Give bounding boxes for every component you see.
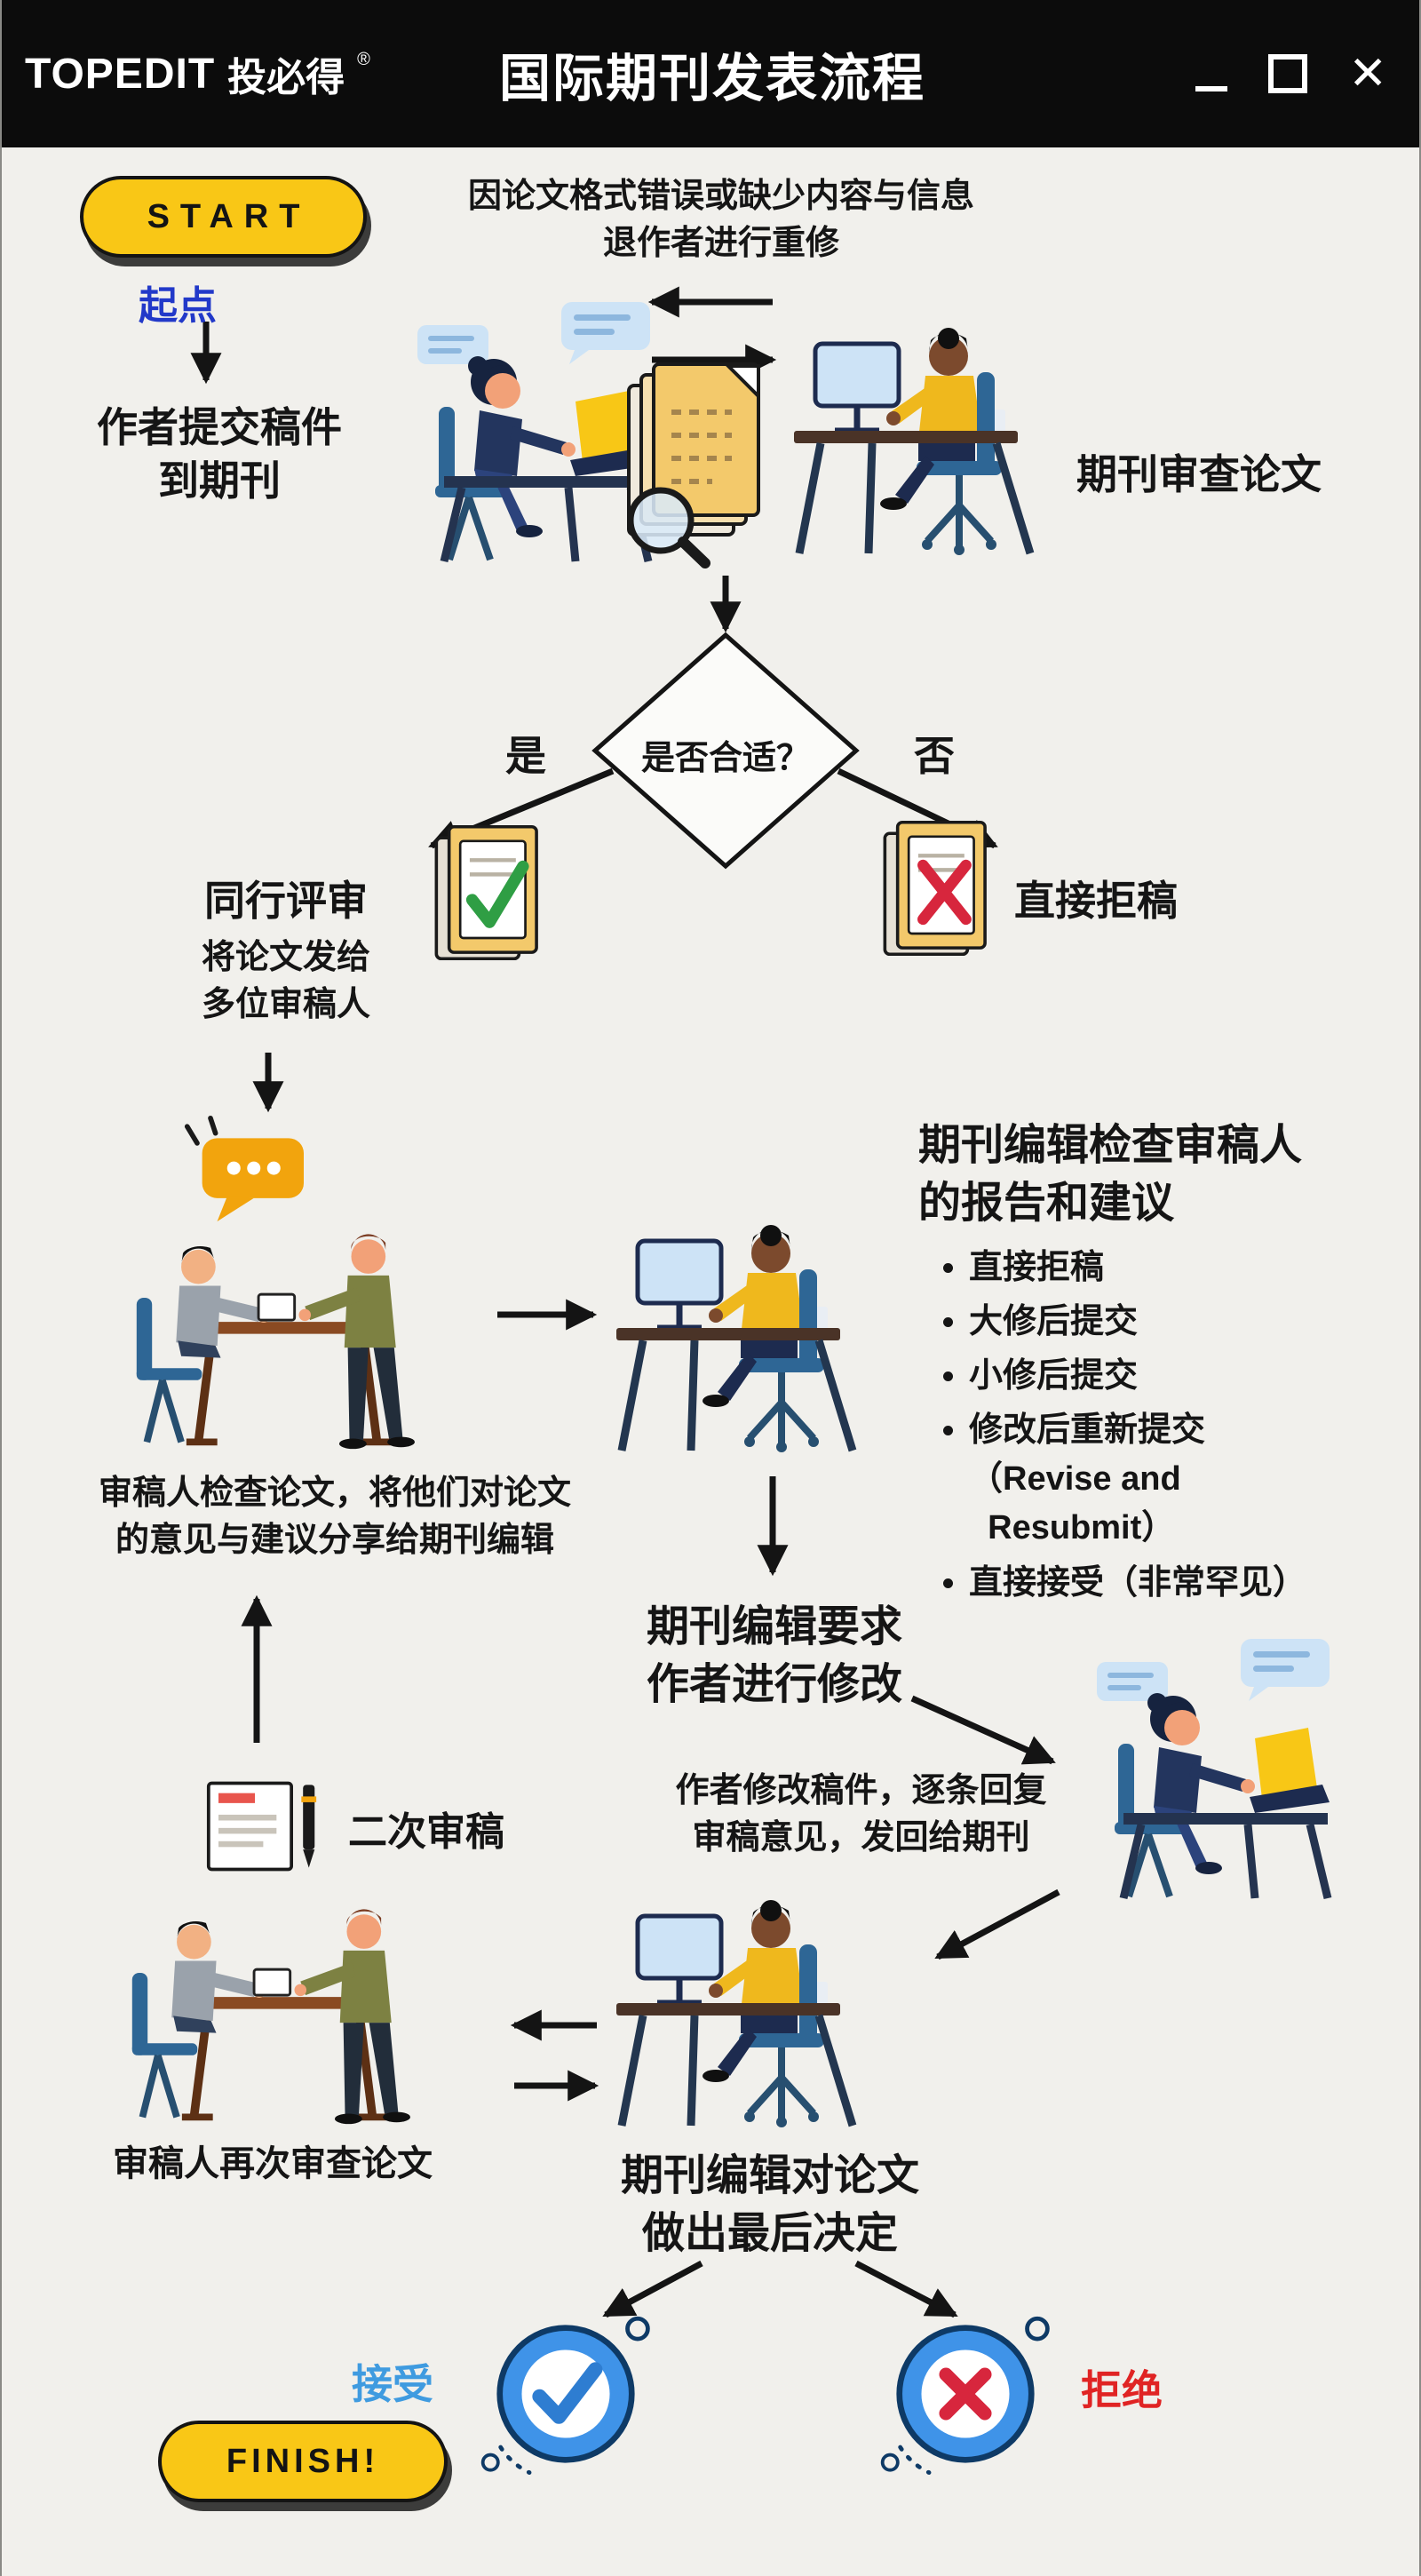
- brand-logo-en: TOPEDIT: [25, 50, 216, 98]
- list-item: 修改后重新提交 （Revise and Resubmit）: [969, 1406, 1419, 1553]
- peer-review-title: 同行评审: [204, 878, 368, 924]
- list-item: 直接拒稿: [969, 1244, 1419, 1292]
- registered-mark: ®: [357, 49, 370, 69]
- start-node: START: [80, 176, 367, 258]
- editor-request-node: 期刊编辑要求 作者进行修改: [646, 1603, 902, 1708]
- maximize-icon[interactable]: [1268, 54, 1308, 93]
- author-revising-illustration: [1072, 1639, 1338, 1905]
- window-controls: ✕: [1195, 0, 1387, 147]
- reviewers-second-meeting-illustration: [99, 1870, 464, 2127]
- reviewer-share-note: 审稿人检查论文，将他们对论文 的意见与建议分享给期刊编辑: [98, 1475, 571, 1560]
- finish-node: FINISH!: [158, 2421, 448, 2502]
- list-item: 小修后提交: [969, 1352, 1419, 1401]
- editor-final-decision-illustration: [606, 1870, 890, 2136]
- reject-label: 拒绝: [1081, 2367, 1163, 2413]
- format-return-note: 因论文格式错误或缺少内容与信息 退作者进行重修: [467, 178, 974, 263]
- list-item: 大修后提交: [969, 1298, 1419, 1347]
- second-review-caption: 审稿人再次审查论文: [113, 2144, 433, 2183]
- start-caption: 起点: [139, 284, 217, 328]
- decision-no-label: 否: [914, 733, 955, 779]
- window-header: TOPEDIT 投必得 ® 国际期刊发表流程 ✕: [2, 0, 1419, 147]
- list-item: 直接接受（非常罕见）: [969, 1559, 1419, 1608]
- brand-logo: TOPEDIT 投必得 ®: [25, 0, 370, 147]
- submit-node: 作者提交稿件 到期刊: [97, 404, 342, 504]
- page-title: 国际期刊发表流程: [498, 50, 925, 107]
- reviewers-meeting-illustration: [104, 1195, 468, 1452]
- minimize-icon[interactable]: [1195, 86, 1228, 91]
- peer-review-doc-check-icon: [428, 817, 548, 968]
- direct-reject-label: 直接拒稿: [1014, 878, 1178, 924]
- editor-check-reports-illustration: [606, 1195, 890, 1461]
- second-review-note-icon: [206, 1781, 318, 1872]
- decision-question: 是否合适？: [640, 740, 810, 777]
- brand-logo-cn: 投必得: [227, 56, 345, 99]
- decision-yes-label: 是: [505, 733, 546, 779]
- journal-editor-desk-illustration: [783, 298, 1068, 564]
- peer-review-caption: 将论文发给 多位审稿人: [201, 939, 370, 1024]
- manuscript-review-docs-icon: [615, 355, 774, 568]
- editor-options-list: 直接拒稿 大修后提交 小修后提交 修改后重新提交 （Revise and Res…: [930, 1244, 1419, 1613]
- accept-check-badge: [477, 2305, 655, 2483]
- editor-review-title: 期刊编辑检查审稿人 的报告和建议: [918, 1122, 1303, 1227]
- second-review-label: 二次审稿: [348, 1810, 504, 1854]
- reject-doc-x-icon: [877, 813, 996, 964]
- accept-label: 接受: [352, 2361, 433, 2407]
- journal-review-label: 期刊审查论文: [1076, 451, 1322, 497]
- author-revise-note: 作者修改稿件，逐条回复 审稿意见，发回给期刊: [675, 1772, 1047, 1857]
- final-decision-node: 期刊编辑对论文 做出最后决定: [620, 2152, 919, 2257]
- close-icon[interactable]: ✕: [1348, 48, 1387, 99]
- reject-x-badge: [877, 2305, 1054, 2483]
